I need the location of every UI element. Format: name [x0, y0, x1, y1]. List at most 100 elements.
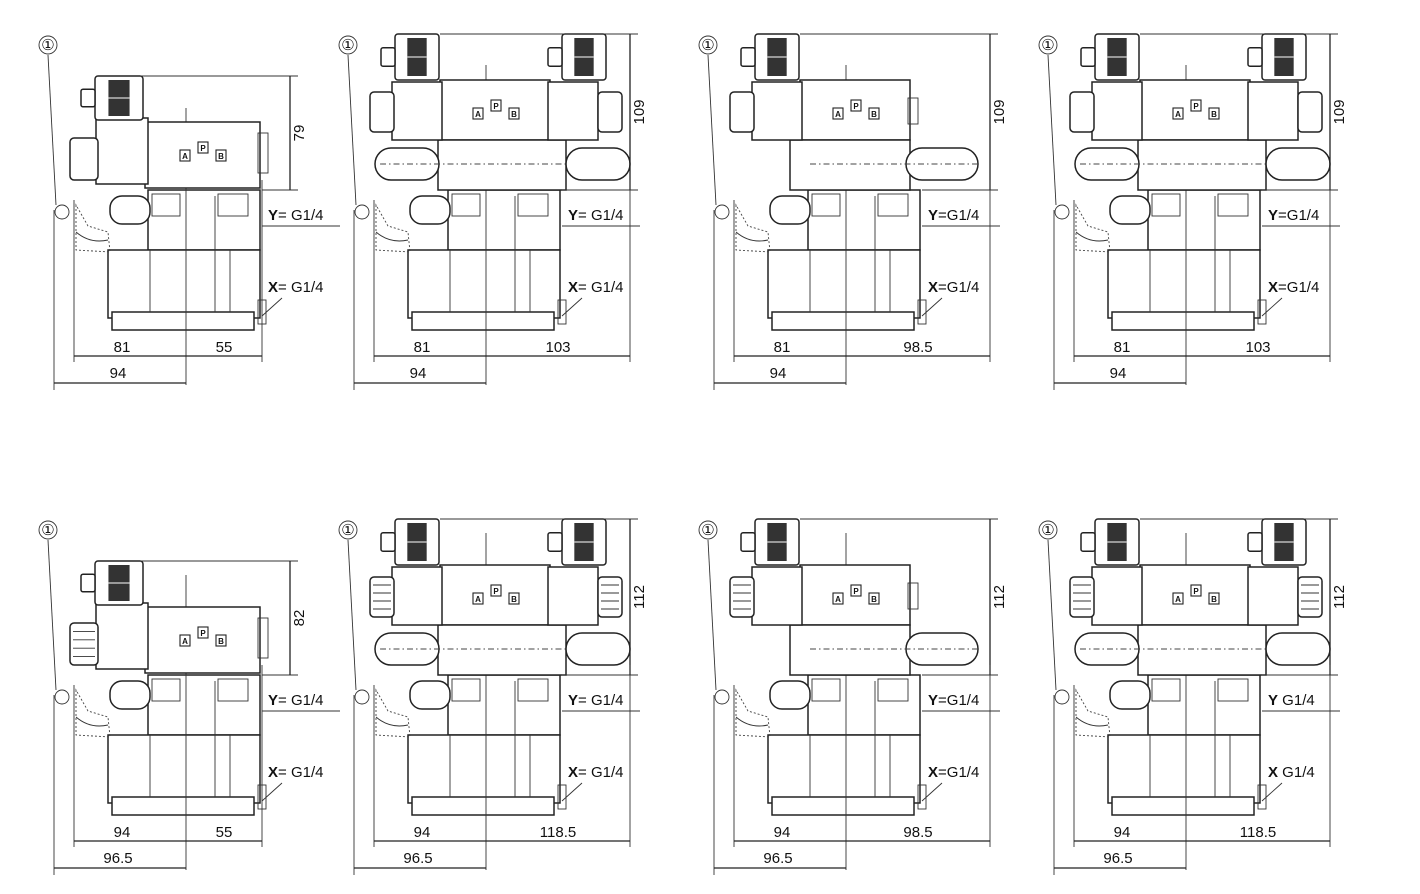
- port-y-letter: Y: [928, 207, 938, 224]
- manual-override: [1069, 576, 1095, 618]
- manual-override: [597, 576, 623, 618]
- base-plate: [771, 311, 915, 331]
- manual-override: [369, 91, 395, 133]
- dimension-overall: 96.5: [1103, 850, 1132, 867]
- callout-leader: [707, 539, 717, 691]
- port-x-leader: [921, 782, 943, 802]
- base-plate: [771, 796, 915, 816]
- adjuster-outline: [735, 203, 771, 253]
- callout-point: [54, 689, 70, 705]
- port-y-thread: =G1/4: [938, 207, 979, 224]
- manual-override: [1297, 576, 1323, 618]
- manual-override: [1297, 91, 1323, 133]
- height-dimension: 82: [291, 610, 308, 627]
- dimension-left: 94: [114, 824, 131, 841]
- port-y-letter: Y: [568, 692, 578, 709]
- valve-port-key-label: A: [1175, 110, 1181, 119]
- port-x-letter: X: [1268, 279, 1278, 296]
- port-x-leader: [261, 782, 283, 802]
- intermediate-plate: [437, 139, 567, 191]
- dimension-right: 55: [216, 824, 233, 841]
- port-x-letter: X: [268, 764, 278, 781]
- height-dimension: 79: [291, 125, 308, 142]
- valve-port-key-label: A: [182, 152, 188, 161]
- cable-gland: [547, 47, 563, 67]
- callout-leader: [1047, 539, 1057, 691]
- adjuster-outline: [375, 688, 411, 738]
- callout-number: ①: [701, 522, 714, 539]
- solenoid-coil: [95, 117, 149, 185]
- callout-point: [354, 689, 370, 705]
- dimension-left: 94: [1114, 824, 1131, 841]
- valve-port-key-a: [179, 634, 191, 647]
- solenoid-coil-right: [1247, 81, 1299, 141]
- port-x-label: X=G1/4: [928, 279, 979, 296]
- port-x-leader: [1261, 782, 1283, 802]
- cable-gland: [740, 47, 756, 67]
- valve-port-key-label: B: [871, 110, 877, 119]
- callout-number: ①: [341, 37, 354, 54]
- height-dimension: 109: [991, 99, 1008, 124]
- port-x-label: X= G1/4: [568, 279, 623, 296]
- right-tube-cap: [565, 632, 631, 666]
- port-x-thread: =G1/4: [1278, 279, 1319, 296]
- pilot-block: [147, 674, 261, 736]
- port-x-thread: G1/4: [1278, 764, 1315, 781]
- pilot-block: [447, 674, 561, 736]
- solenoid-coil: [95, 602, 149, 670]
- callout-number: ①: [41, 37, 54, 54]
- cable-gland: [1247, 47, 1263, 67]
- dimension-overall: 94: [110, 365, 127, 382]
- valve-port-key-a: [472, 107, 484, 120]
- right-tube-cap: [1265, 632, 1331, 666]
- pilot-block: [807, 189, 921, 251]
- callout-number: ①: [341, 522, 354, 539]
- valve-port-key-a: [472, 592, 484, 605]
- solenoid-coil-left: [391, 566, 443, 626]
- port-x-letter: X: [568, 764, 578, 781]
- intermediate-plate: [789, 624, 911, 676]
- valve-port-key-a: [832, 107, 844, 120]
- port-x-thread: = G1/4: [278, 764, 323, 781]
- valve-port-key-label: A: [835, 110, 841, 119]
- adjuster-outline: [75, 688, 111, 738]
- valve-housing: [144, 121, 261, 189]
- port-y-label: Y G1/4: [1268, 692, 1315, 709]
- dimension-overall: 96.5: [103, 850, 132, 867]
- valve-port-key-b: [1208, 107, 1220, 120]
- port-x-letter: X: [568, 279, 578, 296]
- dimension-overall: 96.5: [403, 850, 432, 867]
- port-y-thread: = G1/4: [278, 692, 323, 709]
- height-dimension: 109: [631, 99, 648, 124]
- manual-override: [69, 137, 99, 181]
- port-y-letter: Y: [568, 207, 578, 224]
- dimension-right: 98.5: [903, 824, 932, 841]
- intermediate-plate: [1137, 139, 1267, 191]
- port-x-thread: = G1/4: [578, 764, 623, 781]
- callout-point: [54, 204, 70, 220]
- port-x-thread: =G1/4: [938, 279, 979, 296]
- valve-port-key-p: [197, 626, 209, 639]
- main-body: [1107, 734, 1261, 804]
- port-y-letter: Y: [1268, 692, 1278, 709]
- dimension-right: 103: [545, 339, 570, 356]
- valve-port-key-label: P: [853, 587, 859, 596]
- valve-port-key-label: P: [493, 102, 499, 111]
- callout-leader: [47, 54, 57, 206]
- port-y-letter: Y: [1268, 207, 1278, 224]
- dimension-left: 81: [774, 339, 791, 356]
- callout-circle: [38, 35, 58, 55]
- callout-point: [1054, 204, 1070, 220]
- dimension-right: 118.5: [540, 824, 576, 841]
- port-x-letter: X: [1268, 764, 1278, 781]
- callout-circle: [698, 520, 718, 540]
- callout-leader: [347, 539, 357, 691]
- valve-port-key-label: B: [218, 637, 224, 646]
- callout-number: ①: [41, 522, 54, 539]
- callout-circle: [338, 35, 358, 55]
- main-body: [107, 249, 261, 319]
- port-y-label: Y= G1/4: [568, 692, 623, 709]
